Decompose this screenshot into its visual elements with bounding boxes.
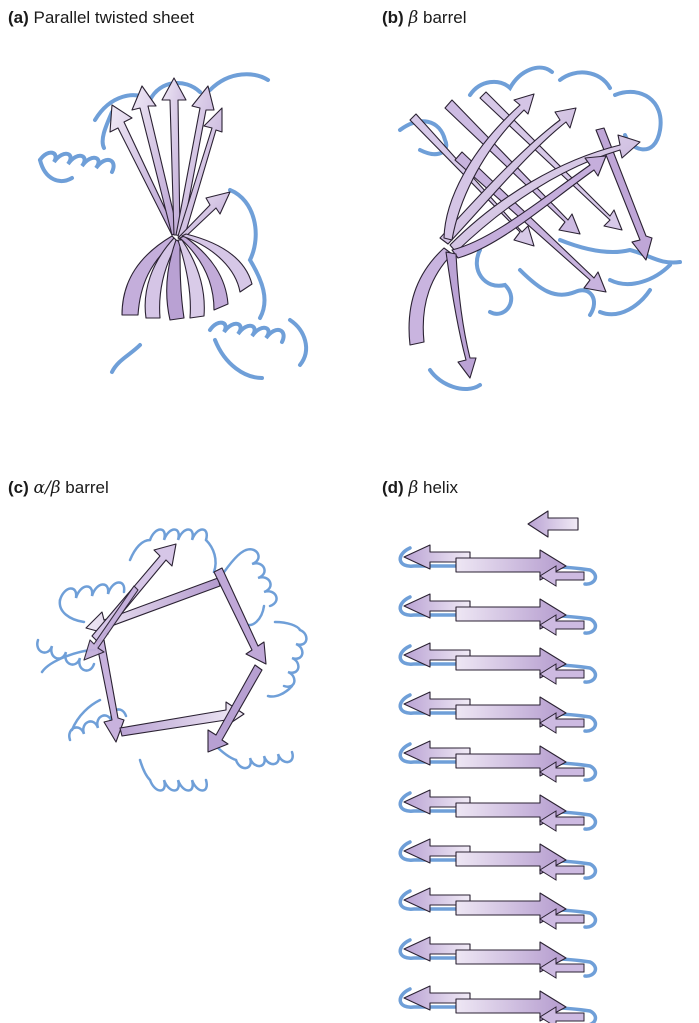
panel-c-alpha-beta-barrel	[37, 530, 306, 791]
helix-rung	[400, 545, 595, 586]
panel-b-beta-barrel	[400, 68, 680, 389]
panel-d-beta-helix	[400, 511, 595, 1023]
beta-strands-c	[84, 544, 266, 752]
beta-strands-a	[110, 78, 252, 320]
beta-strands-b	[409, 92, 652, 378]
helix-top-strand	[528, 511, 578, 537]
panel-a-parallel-twisted-sheet	[40, 74, 306, 378]
